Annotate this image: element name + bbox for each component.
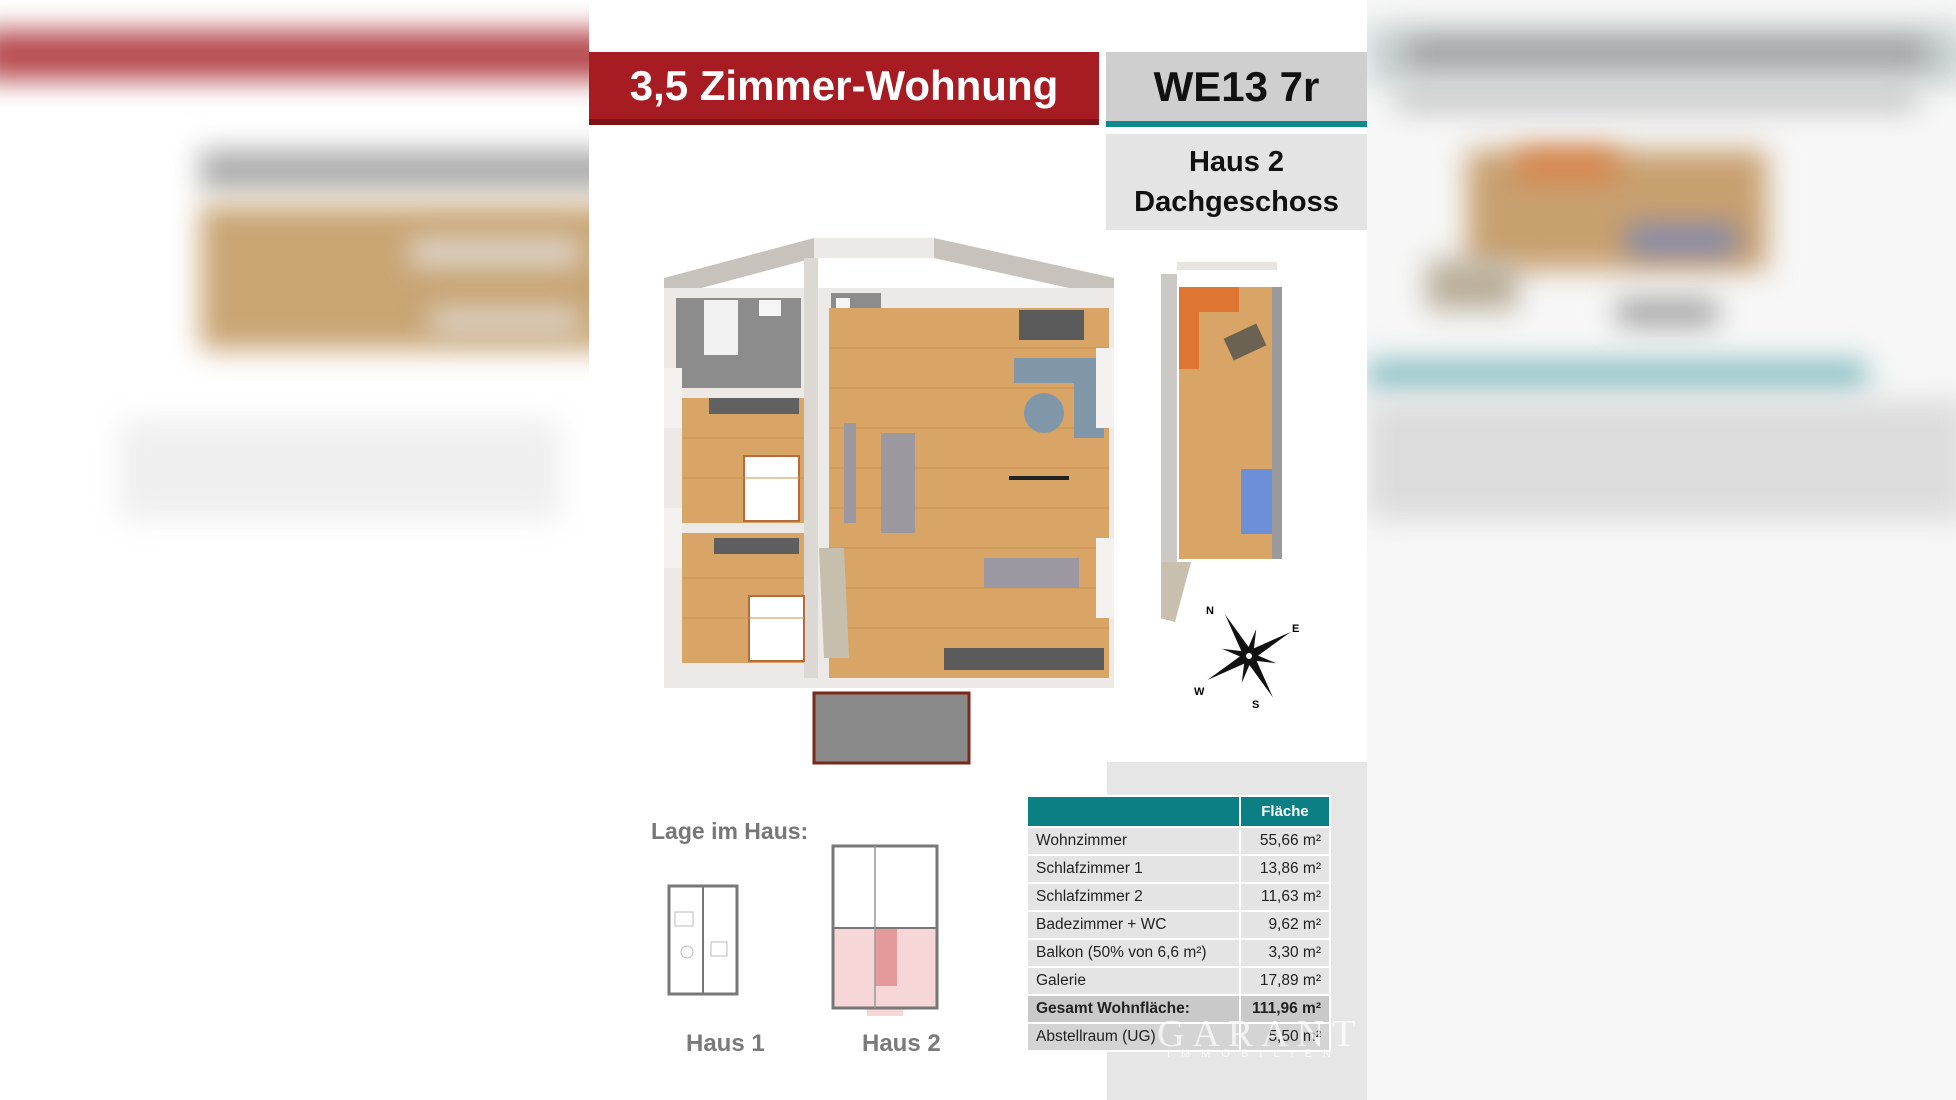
room-area: 11,63 m² bbox=[1239, 882, 1331, 912]
floorplan-sheet: 3,5 Zimmer-Wohnung WE13 7r Haus 2 Dachge… bbox=[589, 0, 1367, 1100]
blurred-background-right bbox=[1367, 0, 1956, 1100]
room-name: Wohnzimmer bbox=[1026, 826, 1241, 856]
storage-area: 5,50 m² bbox=[1239, 1022, 1331, 1052]
house-2-label: Haus 2 bbox=[862, 1030, 941, 1057]
unit-id: WE13 7r bbox=[1153, 62, 1320, 110]
room-area: 9,62 m² bbox=[1239, 910, 1331, 940]
table-row: Balkon (50% von 6,6 m²)3,30 m² bbox=[1026, 938, 1331, 968]
accent-line bbox=[1106, 121, 1367, 127]
room-area: 17,89 m² bbox=[1239, 966, 1331, 996]
total-area: 111,96 m² bbox=[1239, 994, 1331, 1024]
floor-name: Dachgeschoss bbox=[1134, 186, 1339, 218]
house-2-mini-plan bbox=[831, 844, 939, 1016]
apartment-title-banner: 3,5 Zimmer-Wohnung bbox=[589, 52, 1099, 125]
room-area: 55,66 m² bbox=[1239, 826, 1331, 856]
header-room bbox=[1026, 795, 1241, 828]
compass-s: S bbox=[1252, 699, 1259, 710]
location-title: Lage im Haus: bbox=[651, 818, 809, 844]
total-label: Gesamt Wohnfläche: bbox=[1026, 994, 1241, 1024]
room-name: Schlafzimmer 1 bbox=[1026, 854, 1241, 884]
compass-w: W bbox=[1194, 686, 1205, 698]
watermark-sub: IMMOBILIEN bbox=[1167, 1048, 1342, 1060]
total-row: Gesamt Wohnfläche:111,96 m² bbox=[1026, 994, 1331, 1024]
storage-row: Abstellraum (UG)5,50 m² bbox=[1026, 1022, 1331, 1052]
header-area: Fläche bbox=[1239, 795, 1331, 828]
room-name: Schlafzimmer 2 bbox=[1026, 882, 1241, 912]
room-name: Badezimmer + WC bbox=[1026, 910, 1241, 940]
room-area: 3,30 m² bbox=[1239, 938, 1331, 968]
room-area: 13,86 m² bbox=[1239, 854, 1331, 884]
compass-n: N bbox=[1206, 605, 1214, 617]
compass-rose-icon: N E S W bbox=[1194, 605, 1299, 710]
house-floor-box: Haus 2 Dachgeschoss bbox=[1106, 134, 1367, 230]
unit-id-box: WE13 7r bbox=[1106, 52, 1367, 121]
watermark-brand: GARANT bbox=[1157, 1013, 1364, 1055]
room-name: Balkon (50% von 6,6 m²) bbox=[1026, 938, 1241, 968]
room-name: Galerie bbox=[1026, 966, 1241, 996]
floor-plan-gallery bbox=[1161, 262, 1282, 622]
storage-label: Abstellraum (UG) bbox=[1026, 1022, 1241, 1052]
house-1-mini-plan bbox=[667, 884, 739, 996]
apartment-title: 3,5 Zimmer-Wohnung bbox=[629, 61, 1059, 109]
house-1-label: Haus 1 bbox=[686, 1030, 765, 1057]
blurred-background-left bbox=[0, 0, 589, 1100]
floor-plan-main bbox=[664, 238, 1114, 765]
table-header-row: Fläche bbox=[1026, 795, 1331, 828]
house-name: Haus 2 bbox=[1188, 146, 1285, 178]
compass-e: E bbox=[1292, 623, 1299, 635]
